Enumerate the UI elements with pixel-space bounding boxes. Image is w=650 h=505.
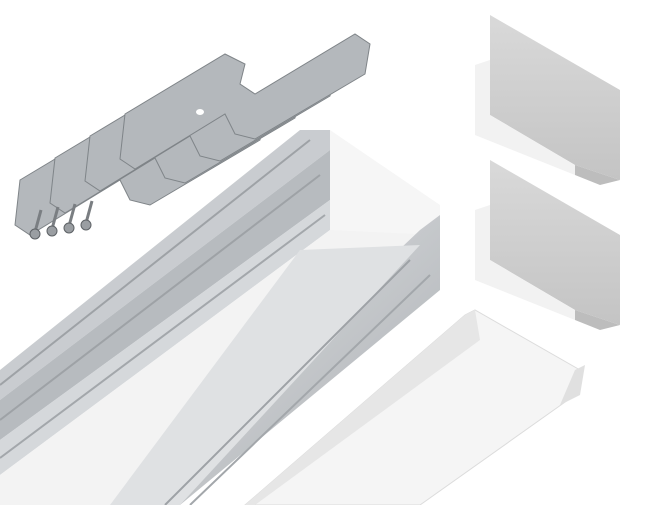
screw [63,203,77,234]
screws [29,200,94,240]
screw [46,206,60,237]
mounting-clips [14,33,371,236]
aluminum-profile [0,130,440,505]
end-cap-bottom [475,160,620,330]
screw [80,200,94,231]
diffuser-cover [244,309,585,505]
end-cap-top [475,15,620,185]
screw [29,209,43,240]
mounting-clip [119,33,371,170]
